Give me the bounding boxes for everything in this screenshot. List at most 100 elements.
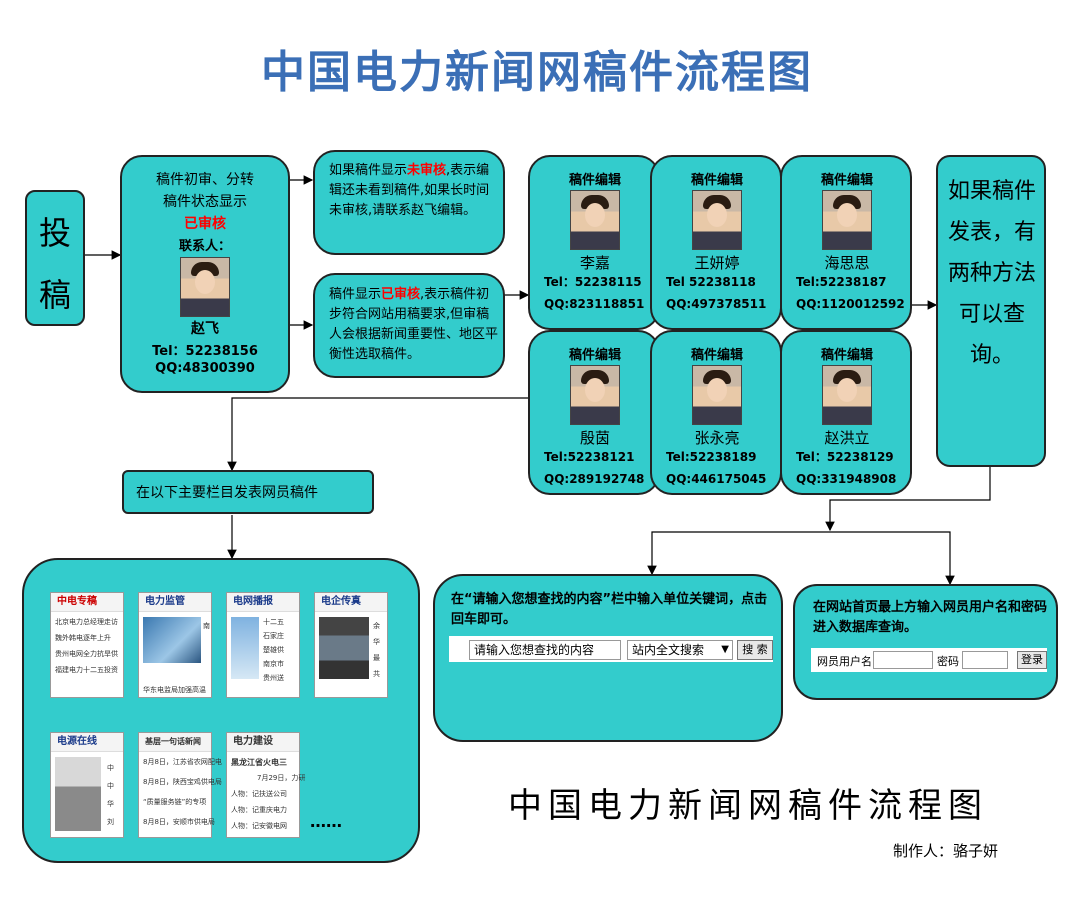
- column-thumb[interactable]: 中电专稿 北京电力总经理走访 魏外韩电逐年上升 贵州电网全力抗旱供 福建电力十二…: [50, 592, 124, 698]
- editor-name: 赵洪立: [824, 429, 870, 447]
- column-line: 8月8日，陕西宝鸡供电局: [143, 778, 222, 786]
- editor-card: 稿件编辑 张永亮 Tel:52238189 QQ:446175045: [650, 330, 782, 495]
- footer-title: 中国电力新闻网稿件流程图: [508, 786, 988, 826]
- contact-name: 赵飞: [191, 321, 219, 337]
- column-line: 刘: [107, 818, 114, 826]
- search-input[interactable]: 请输入您想查找的内容: [469, 640, 621, 660]
- column-line: 贵州电网全力抗旱供: [55, 650, 118, 658]
- review-line1: 稿件初审、分转: [156, 172, 254, 188]
- column-line: 中: [107, 764, 114, 772]
- search-scope-select[interactable]: 站内全文搜索 ▼: [627, 640, 733, 660]
- column-line: 人物：记安徽电网: [231, 822, 287, 830]
- contact-qq: QQ:48300390: [155, 361, 255, 376]
- column-thumb[interactable]: 电力建设 黑龙江省火电三 7月29日，力研 人物：记扶送公司 人物：记重庆电力 …: [226, 732, 305, 838]
- editor-name: 海思思: [824, 254, 870, 272]
- columns-label-box: 在以下主要栏目发表网员稿件: [122, 470, 374, 514]
- editor-qq: QQ:1120012592: [796, 297, 905, 311]
- login-instruction: 在网站首页最上方输入网员用户名和密码进入数据库查询。: [813, 600, 1048, 635]
- editor-title: 稿件编辑: [690, 348, 743, 363]
- editor-tel: Tel：52238129: [796, 450, 894, 464]
- column-thumb[interactable]: 电企传真 余 华 最 共: [314, 592, 388, 698]
- column-thumb[interactable]: 电力监管 南 华东电监局加强高温: [138, 592, 212, 698]
- column-line: 人物：记重庆电力: [231, 806, 287, 814]
- editor-photo: [692, 365, 742, 425]
- page-title: 中国电力新闻网稿件流程图: [261, 47, 813, 98]
- column-line: 共: [373, 670, 380, 678]
- column-line: 最: [373, 654, 380, 662]
- column-thumb[interactable]: 电源在线 中 中 华 刘: [50, 732, 124, 838]
- login-method-box: 在网站首页最上方输入网员用户名和密码进入数据库查询。 网员用户名 密码 登录: [793, 584, 1058, 700]
- column-line: 南: [203, 622, 210, 630]
- search-scope-value: 站内全文搜索: [632, 643, 705, 657]
- column-image: [319, 617, 369, 679]
- column-image: [55, 757, 101, 831]
- column-line: 北京电力总经理走访: [55, 618, 118, 626]
- username-field[interactable]: [873, 651, 933, 669]
- search-method-box: 在“请输入您想查找的内容”栏中输入单位关键词，点击回车即可。 请输入您想查找的内…: [433, 574, 783, 742]
- column-header: 电力监管: [139, 593, 211, 612]
- column-line: 十二五: [263, 618, 284, 626]
- column-line: 魏外韩电逐年上升: [55, 634, 111, 642]
- author-credit: 制作人：骆子妍: [893, 842, 999, 860]
- username-label: 网员用户名: [817, 655, 872, 668]
- editor-name: 张永亮: [694, 429, 740, 447]
- reviewed-text: 稿件显示已审核,表示稿件初步符合网站用稿要求,但审稿人会根据新闻重要性、地区平衡…: [329, 285, 499, 365]
- login-button[interactable]: 登录: [1017, 651, 1047, 669]
- editor-name: 李嘉: [579, 254, 610, 272]
- search-button[interactable]: 搜 索: [737, 640, 773, 660]
- editor-photo: [570, 365, 620, 425]
- column-header: 电企传真: [315, 593, 387, 612]
- submit-label-1: 投: [38, 214, 71, 252]
- column-header: 电力建设: [227, 733, 299, 752]
- unreviewed-pre: 如果稿件显示: [329, 163, 408, 178]
- column-thumb[interactable]: 基层一句话新闻 8月8日，江苏省农网配电 8月8日，陕西宝鸡供电局 “质量服务链…: [138, 732, 222, 838]
- editor-card: 稿件编辑 海思思 Tel:52238187 QQ:1120012592: [780, 155, 912, 330]
- status-badge: 已审核: [184, 216, 226, 232]
- editor-qq: QQ:823118851: [544, 297, 645, 311]
- submit-label-2: 稿: [38, 276, 71, 314]
- submit-box: 投 稿: [25, 190, 85, 326]
- column-line: 8月8日，安顺市供电局: [143, 818, 215, 826]
- contact-tel: Tel：52238156: [152, 344, 258, 359]
- column-line: 余: [373, 622, 380, 630]
- review-line2: 稿件状态显示: [163, 194, 247, 210]
- column-line: 黑龙江省火电三: [231, 758, 287, 767]
- column-line: 7月29日，力研: [257, 774, 306, 782]
- editor-tel: Tel 52238118: [666, 275, 756, 289]
- unreviewed-info-box: 如果稿件显示未审核,表示编辑还未看到稿件,如果长时间未审核,请联系赵飞编辑。: [313, 150, 505, 255]
- column-line: 南京市: [263, 660, 284, 668]
- more-ellipsis: ……: [310, 812, 342, 831]
- unreviewed-post: ,表示编辑还未看到稿件,如果长时间未审核,请联系赵飞编辑。: [329, 163, 490, 218]
- reviewed-post: ,表示稿件初步符合网站用稿要求,但审稿人会根据新闻重要性、地区平衡性选取稿件。: [329, 287, 499, 362]
- column-header: 电源在线: [51, 733, 123, 752]
- column-image: [143, 617, 201, 663]
- search-instruction: 在“请输入您想查找的内容”栏中输入单位关键词，点击回车即可。: [451, 592, 768, 627]
- columns-box: 中电专稿 北京电力总经理走访 魏外韩电逐年上升 贵州电网全力抗旱供 福建电力十二…: [22, 558, 420, 863]
- chevron-down-icon: ▼: [721, 644, 729, 655]
- column-line: 石家庄: [263, 632, 284, 640]
- editor-name: 殷茵: [579, 429, 610, 447]
- column-line: “质量服务链”的专项: [143, 798, 207, 806]
- editor-card: 稿件编辑 王妍婷 Tel 52238118 QQ:497378511: [650, 155, 782, 330]
- editor-card: 稿件编辑 李嘉 Tel：52238115 QQ:823118851: [528, 155, 660, 330]
- column-line: 楚雄供: [263, 646, 284, 654]
- editor-qq: QQ:331948908: [796, 472, 897, 486]
- column-thumb[interactable]: 电网播报 十二五 石家庄 楚雄供 南京市 贵州送: [226, 592, 300, 698]
- editor-tel: Tel:52238121: [544, 450, 635, 464]
- editor-qq: QQ:497378511: [666, 297, 767, 311]
- column-header: 电网播报: [227, 593, 299, 612]
- password-field[interactable]: [962, 651, 1008, 669]
- editor-title: 稿件编辑: [690, 173, 743, 188]
- unreviewed-status: 未审核: [407, 163, 447, 178]
- reviewed-status: 已审核: [381, 287, 421, 302]
- unreviewed-text: 如果稿件显示未审核,表示编辑还未看到稿件,如果长时间未审核,请联系赵飞编辑。: [329, 161, 499, 221]
- editor-title: 稿件编辑: [568, 173, 621, 188]
- editor-card: 稿件编辑 赵洪立 Tel：52238129 QQ:331948908: [780, 330, 912, 495]
- avatar: [180, 257, 230, 317]
- reviewed-pre: 稿件显示: [329, 287, 382, 302]
- editor-photo: [570, 190, 620, 250]
- column-image: [231, 617, 259, 679]
- editor-photo: [692, 190, 742, 250]
- column-header: 基层一句话新闻: [139, 733, 211, 752]
